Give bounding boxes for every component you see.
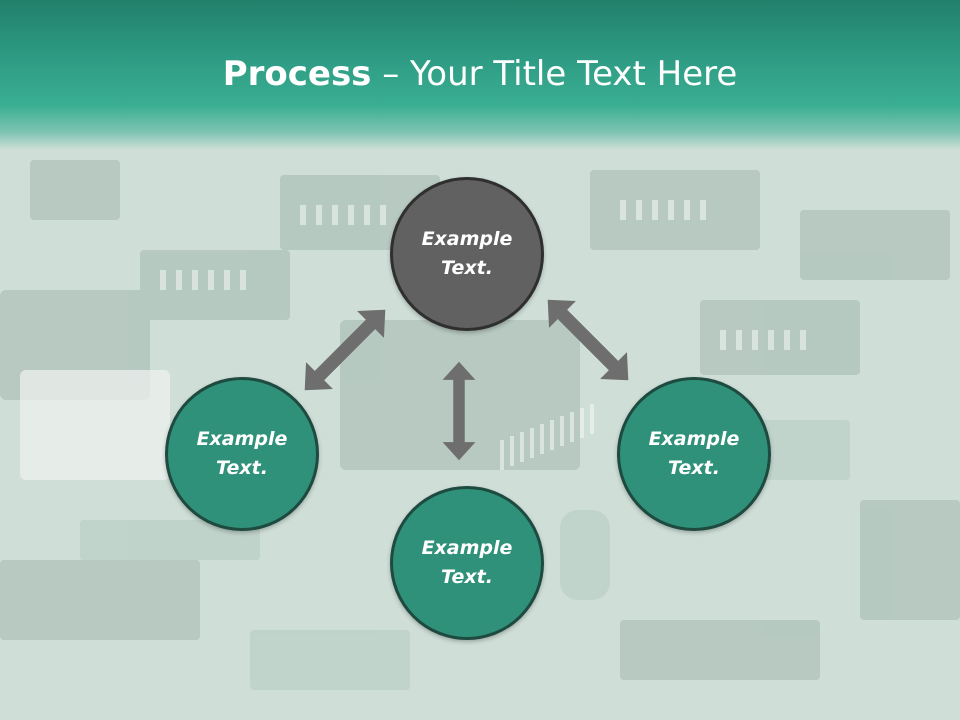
node-right-line1: Example: [648, 428, 740, 450]
arrow-top-right: [534, 286, 642, 394]
node-left-line1: Example: [196, 428, 288, 450]
title-bold: Process: [222, 54, 372, 94]
arrow-top-left: [291, 296, 399, 404]
node-bottom-line1: Example: [421, 537, 513, 559]
node-top-line2: Text.: [441, 257, 493, 279]
arrow-vertical: [442, 361, 476, 461]
node-top-line1: Example: [421, 228, 513, 250]
node-right-line2: Text.: [668, 457, 720, 479]
slide-title: Process – Your Title Text Here: [0, 52, 960, 96]
title-rest: – Your Title Text Here: [371, 54, 738, 94]
node-bottom-line2: Text.: [441, 566, 493, 588]
node-left-line2: Text.: [216, 457, 268, 479]
title-bar: [0, 0, 960, 150]
